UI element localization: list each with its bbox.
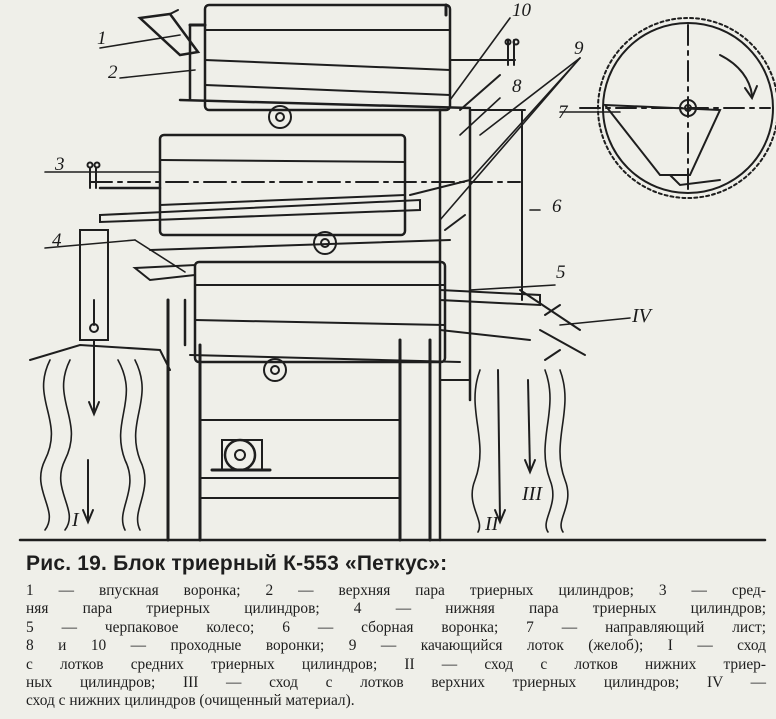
bucket-wheel-detail <box>579 17 776 199</box>
trier-block-drawing: 1 2 3 4 5 6 7 8 9 10 I II III IV <box>18 0 776 542</box>
legend-line: с лотков средних триерных цилиндров; II … <box>26 655 766 673</box>
legend-line: ных цилиндров; III — сход с лотков верхн… <box>26 674 766 692</box>
legend-line: 1 — впускная воронка; 2 — верхняя пара т… <box>26 582 766 599</box>
material-streams <box>39 359 569 533</box>
label-1: 1 <box>97 28 107 49</box>
label-5: 5 <box>556 262 566 283</box>
label-7: 7 <box>558 102 569 123</box>
legend-line: сход с нижних цилиндров (очищенный матер… <box>26 692 355 710</box>
label-2: 2 <box>108 62 118 83</box>
nozzle-3 <box>86 161 101 189</box>
left-outlet <box>29 229 171 371</box>
label-8: 8 <box>512 76 522 97</box>
caption-legend: 1 — впускная воронка; 2 — верхняя пара т… <box>26 582 766 711</box>
right-chutes <box>409 74 586 361</box>
output-III: III <box>521 483 543 505</box>
output-I: I <box>71 509 80 531</box>
label-9: 9 <box>574 38 584 59</box>
caption-title: Рис. 19. Блок триерный К-553 «Петкус»: <box>26 552 448 575</box>
output-IV: IV <box>631 305 654 327</box>
label-10: 10 <box>512 0 532 21</box>
label-4: 4 <box>52 230 62 251</box>
trier-block-svg: 1 2 3 4 5 6 7 8 9 10 I II III IV <box>18 0 776 542</box>
label-6: 6 <box>552 196 562 217</box>
central-frame <box>166 108 526 542</box>
output-II: II <box>484 513 500 535</box>
figure-caption: Рис. 19. Блок триерный К-553 «Петкус»: 1… <box>26 552 766 711</box>
intake-hopper <box>137 9 201 57</box>
legend-line: 8 и 10 — проходные воронки; 9 — качающий… <box>26 637 766 655</box>
flow-arrows <box>82 339 536 525</box>
label-3: 3 <box>54 154 65 175</box>
lower-cylinders <box>132 260 471 382</box>
legend-line: няя пара триерных цилиндров; 4 — нижняя … <box>26 600 766 618</box>
motor <box>210 438 272 472</box>
upper-cylinders <box>178 3 516 129</box>
legend-line: 5 — черпаковое колесо; 6 — сборная ворон… <box>26 618 766 636</box>
pass-hopper-10 <box>444 3 520 66</box>
middle-cylinders <box>89 133 521 255</box>
leader-lines <box>44 17 631 326</box>
